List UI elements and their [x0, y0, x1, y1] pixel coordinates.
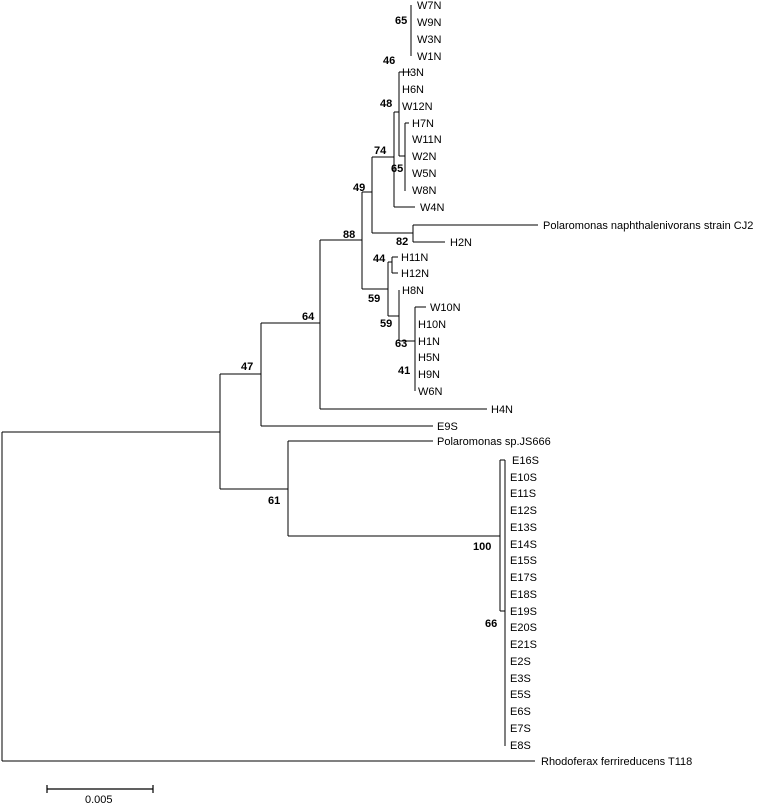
- bootstrap-value: 48: [380, 98, 392, 110]
- leaf-label: H11N: [401, 252, 428, 264]
- leaf-label: E19S: [510, 606, 537, 618]
- leaf-label: E5S: [510, 689, 531, 701]
- leaf-label: H9N: [418, 369, 440, 381]
- bootstrap-value: 82: [396, 236, 408, 248]
- leaf-label: E11S: [510, 488, 536, 500]
- bootstrap-value: 44: [373, 253, 386, 265]
- scale-bar-label: 0.005: [85, 794, 113, 805]
- leaf-label: Polaromonas sp.JS666: [437, 436, 551, 448]
- leaf-label: W12N: [402, 101, 433, 113]
- leaf-label: W9N: [417, 17, 442, 29]
- bootstrap-value: 41: [398, 365, 410, 377]
- leaf-label: H7N: [412, 118, 434, 130]
- leaf-label: E2S: [510, 656, 531, 668]
- leaf-label: E16S: [512, 455, 539, 467]
- leaf-label: W7N: [417, 0, 442, 12]
- leaf-label: E12S: [510, 505, 537, 517]
- leaf-label: W1N: [417, 51, 442, 63]
- leaf-label: H8N: [402, 285, 424, 297]
- bootstrap-value: 64: [302, 311, 315, 323]
- leaf-label: H2N: [450, 237, 472, 249]
- leaf-label: E18S: [510, 589, 537, 601]
- leaf-label: E8S: [510, 740, 531, 752]
- leaf-labels: W7N W9N W3N W1N H3N H6N W12N H7N W11N W2…: [401, 0, 753, 768]
- bootstrap-values: 65 46 48 74 65 49 88 82 44 59 59 63 41 6…: [241, 15, 497, 630]
- leaf-label: W2N: [412, 151, 437, 163]
- leaf-label: W11N: [412, 134, 442, 146]
- leaf-label: E20S: [510, 622, 537, 634]
- leaf-label: H6N: [402, 84, 424, 96]
- bootstrap-value: 74: [374, 145, 387, 157]
- leaf-label: E15S: [510, 555, 537, 567]
- bootstrap-value: 88: [343, 229, 355, 241]
- leaf-label: E6S: [510, 706, 531, 718]
- bootstrap-value: 61: [268, 495, 280, 507]
- leaf-label: H5N: [418, 352, 440, 364]
- bootstrap-value: 63: [395, 338, 407, 350]
- leaf-label: E3S: [510, 673, 531, 685]
- bootstrap-value: 65: [391, 163, 403, 175]
- bootstrap-value: 65: [395, 15, 407, 27]
- leaf-label: E7S: [510, 723, 531, 735]
- bootstrap-value: 66: [485, 618, 497, 630]
- bootstrap-value: 59: [368, 293, 380, 305]
- leaf-label: W8N: [412, 185, 437, 197]
- leaf-label: E13S: [510, 522, 537, 534]
- bootstrap-value: 47: [241, 361, 253, 373]
- leaf-label: E10S: [510, 472, 537, 484]
- leaf-label: W3N: [417, 34, 442, 46]
- leaf-label: H12N: [401, 268, 429, 280]
- leaf-label: H4N: [491, 404, 513, 416]
- leaf-label: H3N: [402, 67, 424, 79]
- leaf-label: E17S: [510, 572, 537, 584]
- leaf-label: E14S: [510, 539, 537, 551]
- scale-bar: 0.005: [46, 785, 154, 805]
- bootstrap-value: 59: [380, 318, 392, 330]
- leaf-label: H10N: [418, 319, 446, 331]
- leaf-label: W4N: [420, 202, 445, 214]
- bootstrap-value: 46: [383, 55, 395, 67]
- leaf-label: Polaromonas naphthalenivorans strain CJ2: [543, 220, 753, 232]
- leaf-label: W5N: [412, 168, 437, 180]
- leaf-label: W6N: [418, 386, 443, 398]
- tree-branches: [1, 5, 538, 762]
- bootstrap-value: 49: [353, 182, 365, 194]
- leaf-label: Rhodoferax ferrireducens T118: [541, 756, 692, 768]
- leaf-label: E21S: [510, 639, 537, 651]
- leaf-label: E9S: [437, 421, 458, 433]
- leaf-label: H1N: [418, 336, 440, 348]
- bootstrap-value: 100: [473, 541, 491, 553]
- leaf-label: W10N: [430, 302, 461, 314]
